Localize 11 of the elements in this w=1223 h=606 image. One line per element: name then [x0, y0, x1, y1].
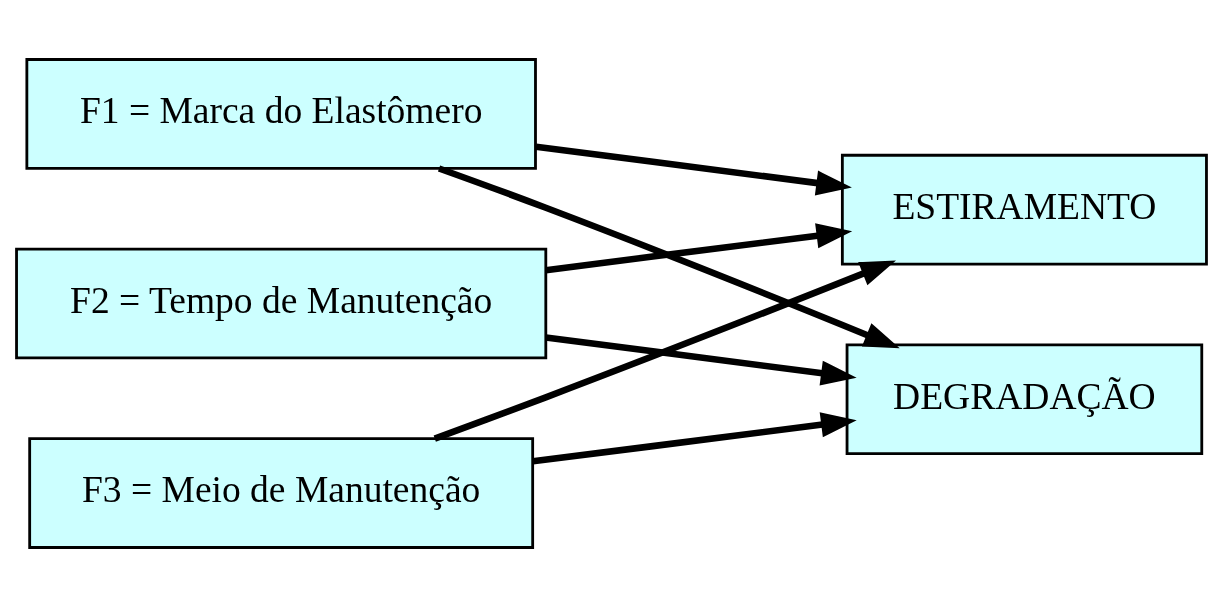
node-box: ESTIRAMENTO	[840, 153, 1208, 265]
arrow	[532, 411, 857, 465]
arrow	[433, 260, 896, 442]
node-box: DEGRADAÇÃO	[845, 342, 1204, 455]
node-box: F3 = Meio de Manutenção	[28, 436, 535, 549]
arrow	[437, 164, 900, 348]
arrow	[535, 142, 852, 195]
arrow	[545, 333, 857, 386]
node-box: F1 = Marca do Elastômero	[25, 57, 537, 170]
arrow	[545, 222, 853, 273]
node-box: F2 = Tempo de Manutenção	[15, 247, 548, 359]
